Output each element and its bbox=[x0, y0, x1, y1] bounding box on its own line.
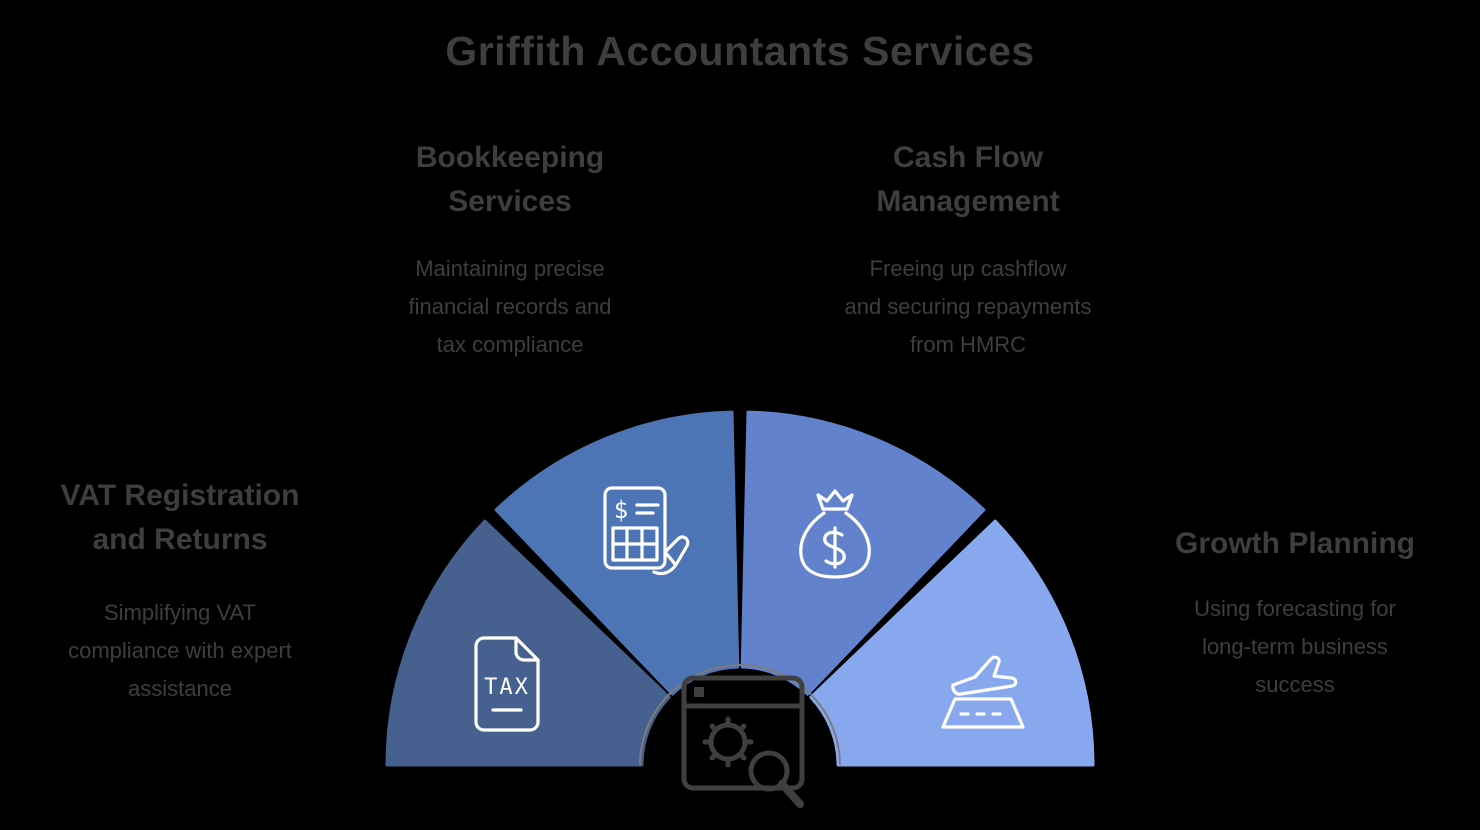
cashflow-description: Freeing up cashflow and securing repayme… bbox=[844, 256, 1092, 357]
bookkeeping-heading: Bookkeeping Services bbox=[415, 141, 605, 218]
section-vat: VAT Registration and Returns Simplifying… bbox=[8, 474, 352, 708]
growth-heading: Growth Planning bbox=[1175, 527, 1415, 560]
bookkeeping-description: Maintaining precise financial records an… bbox=[408, 256, 612, 357]
cashflow-heading: Cash Flow Management bbox=[876, 141, 1060, 218]
page-title: Griffith Accountants Services bbox=[445, 28, 1035, 74]
center-ring bbox=[639, 664, 841, 766]
growth-description: Using forecasting for long-term business… bbox=[1194, 596, 1396, 697]
vat-heading: VAT Registration and Returns bbox=[60, 479, 300, 556]
section-cashflow: Cash Flow Management Freeing up cashflow… bbox=[808, 136, 1128, 364]
section-growth: Growth Planning Using forecasting for lo… bbox=[1120, 522, 1470, 704]
section-bookkeeping: Bookkeeping Services Maintaining precise… bbox=[350, 136, 670, 364]
vat-description: Simplifying VAT compliance with expert a… bbox=[68, 600, 292, 701]
